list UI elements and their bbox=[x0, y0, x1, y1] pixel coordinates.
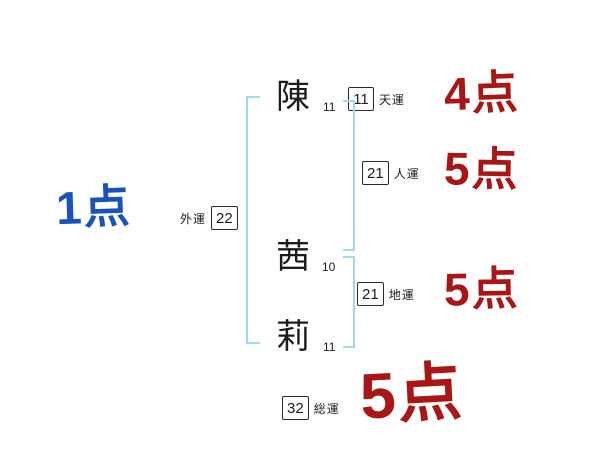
heaven-fortune-label: 天運 bbox=[379, 92, 406, 107]
outer-fortune-label: 外運 bbox=[180, 211, 207, 226]
total-fortune-value: 32 bbox=[282, 396, 309, 420]
total-fortune: 32 総運 bbox=[282, 396, 340, 420]
person-fortune-bracket-icon bbox=[343, 100, 355, 251]
name-character-2: 茜 bbox=[276, 239, 310, 276]
person-fortune: 21 人運 bbox=[362, 161, 420, 185]
heaven-fortune-value: 11 bbox=[348, 87, 374, 111]
earth-fortune-score: 5点 bbox=[443, 262, 521, 316]
heaven-fortune-score: 4点 bbox=[443, 65, 521, 121]
earth-fortune: 21 地運 bbox=[357, 282, 415, 306]
outer-fortune-score: 1点 bbox=[55, 179, 133, 235]
name-character-1-stroke-count: 11 bbox=[323, 100, 336, 114]
heaven-fortune: 11 天運 bbox=[348, 87, 405, 111]
name-character-3-stroke-count: 11 bbox=[323, 340, 336, 354]
outer-fortune-bracket-icon bbox=[246, 96, 260, 344]
person-fortune-label: 人運 bbox=[393, 166, 420, 181]
outer-fortune-value: 22 bbox=[211, 206, 238, 230]
earth-fortune-value: 21 bbox=[357, 282, 384, 306]
total-fortune-score: 5点 bbox=[358, 355, 466, 433]
name-character-3: 莉 bbox=[276, 319, 310, 356]
total-fortune-label: 総運 bbox=[313, 401, 340, 416]
outer-fortune: 外運 22 bbox=[180, 206, 238, 230]
earth-fortune-bracket-icon bbox=[343, 256, 355, 348]
person-fortune-value: 21 bbox=[362, 161, 389, 185]
name-character-1: 陳 bbox=[276, 79, 310, 116]
name-character-2-stroke-count: 10 bbox=[322, 260, 336, 274]
earth-fortune-label: 地運 bbox=[388, 287, 415, 302]
person-fortune-score: 5点 bbox=[443, 142, 521, 196]
